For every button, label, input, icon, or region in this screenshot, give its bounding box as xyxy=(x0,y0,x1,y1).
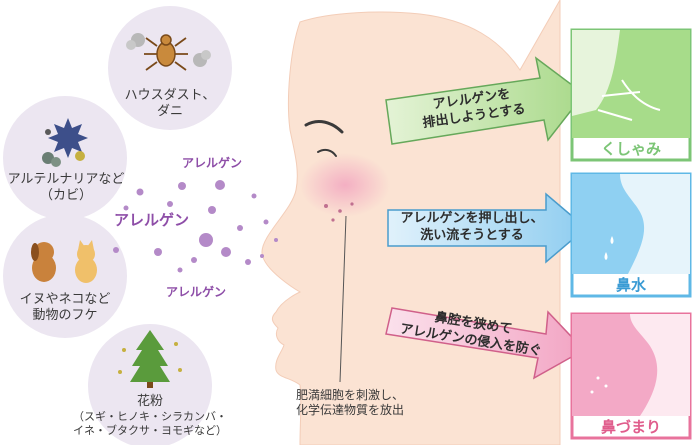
mold-icon xyxy=(42,118,88,167)
stuffy-nose-label: 鼻づまり xyxy=(600,418,661,436)
alternaria-line-1: アルテルナリアなど xyxy=(7,172,125,187)
animals-label: イヌやネコなど 動物のフケ xyxy=(5,292,125,325)
cedar-tree-icon xyxy=(118,330,182,388)
allergen-particles xyxy=(113,180,278,273)
runny-nose-arrow-line-2: 洗い流そうとする xyxy=(420,227,524,243)
animals-circle xyxy=(3,214,127,338)
alternaria-line-2: （カビ） xyxy=(39,188,92,204)
runny-nose-box xyxy=(570,172,692,298)
stuffy-nose-arrow xyxy=(385,307,586,380)
pollen-label: 花粉 （スギ・ヒノキ・シラカンバ・ イネ・ブタクサ・ヨモギなど） xyxy=(60,394,240,438)
dog-cat-icon xyxy=(31,240,97,283)
runny-nose-arrow-line-1: アレルゲンを押し出し、 xyxy=(400,211,544,226)
allergen-label-middle: アレルゲン xyxy=(114,211,190,229)
runny-nose-label: 鼻水 xyxy=(615,276,646,294)
animals-line-1: イヌやネコなど xyxy=(19,292,111,307)
stuffy-nose-box xyxy=(570,312,692,440)
allergen-label-bottom: アレルゲン xyxy=(166,285,227,299)
house-dust-line-2: ダニ xyxy=(156,104,183,120)
pollen-line-3: イネ・ブタクサ・ヨモギなど） xyxy=(73,424,227,437)
alternaria-circle xyxy=(3,96,127,220)
runny-nose-arrow xyxy=(387,192,588,264)
mite-icon xyxy=(144,34,188,71)
sneeze-box xyxy=(570,28,692,162)
house-dust-circle xyxy=(108,6,232,130)
mast-cell-line-1: 肥満細胞を刺激し、 xyxy=(296,388,405,402)
sneeze-arrow xyxy=(385,56,586,145)
house-dust-line-1: ハウスダスト、 xyxy=(124,88,216,103)
mast-cell-line-2: 化学伝達物質を放出 xyxy=(296,403,405,417)
allergen-label-top: アレルゲン xyxy=(182,156,243,170)
dust-cloud-icon xyxy=(126,33,211,67)
pollen-circle xyxy=(88,324,212,445)
runny-nose-arrow-text: アレルゲンを押し出し、 洗い流そうとする xyxy=(392,211,552,245)
sneeze-label: くしゃみ xyxy=(600,140,661,158)
alternaria-label: アルテルナリアなど （カビ） xyxy=(0,172,132,205)
house-dust-label: ハウスダスト、 ダニ xyxy=(110,88,230,121)
pollen-line-2: （スギ・ヒノキ・シラカンバ・ xyxy=(73,410,227,424)
animals-line-2: 動物のフケ xyxy=(32,308,98,324)
pollen-title: 花粉 xyxy=(136,394,163,409)
mast-cell-caption: 肥満細胞を刺激し、 化学伝達物質を放出 xyxy=(296,388,404,418)
